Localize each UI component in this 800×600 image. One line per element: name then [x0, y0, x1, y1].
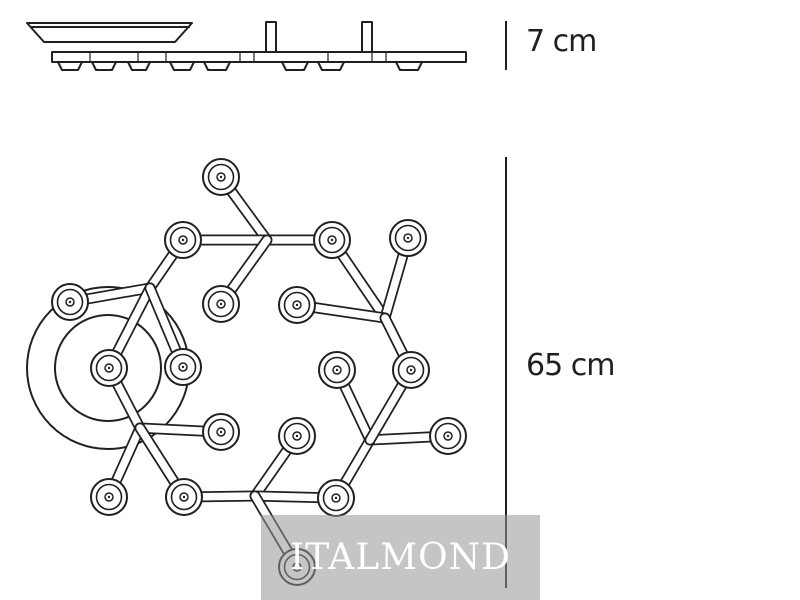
side-view: [26, 21, 467, 71]
light-head: [164, 221, 202, 259]
light-head: [202, 285, 240, 323]
side-view-plate: [51, 51, 467, 63]
canopy-inner-ring: [54, 314, 162, 422]
light-head: [165, 478, 203, 516]
side-view-heads: [57, 61, 423, 71]
light-head: [278, 417, 316, 455]
light-head: [202, 158, 240, 196]
light-head: [164, 348, 202, 386]
light-head: [318, 351, 356, 389]
light-head: [90, 349, 128, 387]
watermark: ITALMOND: [261, 515, 540, 600]
width-dimension-label: 65 cm: [526, 348, 615, 383]
side-view-stem-left: [265, 21, 277, 53]
light-head: [202, 413, 240, 451]
light-head: [392, 351, 430, 389]
side-view-stem-right: [361, 21, 373, 53]
light-heads: [51, 158, 467, 586]
light-head: [51, 283, 89, 321]
light-head: [429, 417, 467, 455]
watermark-text: ITALMOND: [290, 537, 511, 578]
light-head: [90, 478, 128, 516]
light-head: [389, 219, 427, 257]
light-head: [317, 479, 355, 517]
light-head: [278, 286, 316, 324]
height-dimension-label: 7 cm: [526, 24, 597, 59]
light-head: [313, 221, 351, 259]
side-view-canopy: [26, 22, 193, 43]
